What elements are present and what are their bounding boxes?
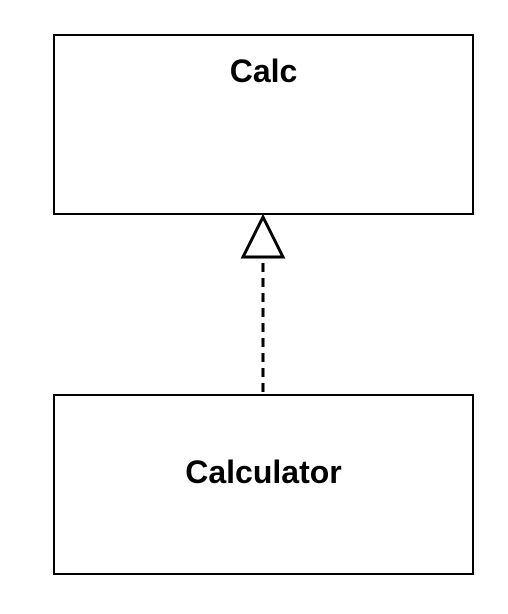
class-name-calculator: Calculator xyxy=(185,454,342,490)
class-box-calc[interactable]: Calc xyxy=(53,34,474,215)
class-box-calculator[interactable]: Calculator xyxy=(53,394,474,575)
class-name-calc: Calc xyxy=(229,53,298,89)
hollow-triangle-arrowhead xyxy=(240,213,286,259)
